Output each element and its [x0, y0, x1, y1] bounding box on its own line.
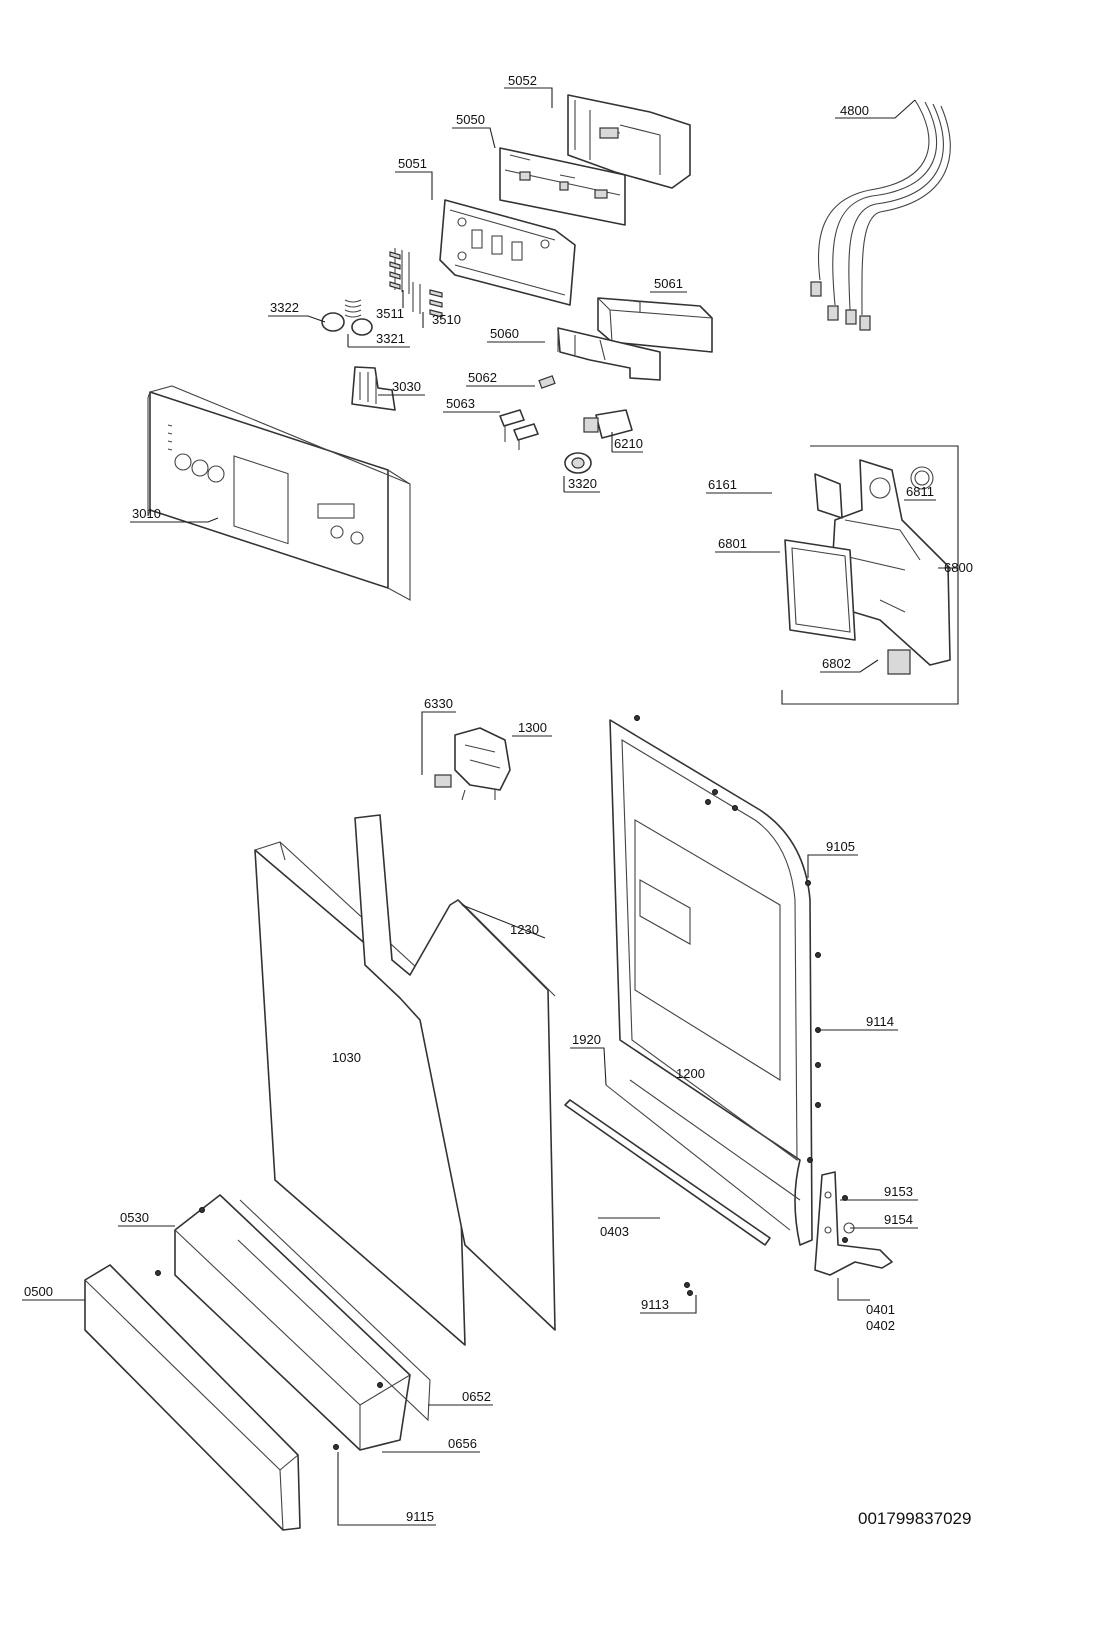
- part-5050-board: [499, 147, 626, 226]
- part-5051-carrier: [439, 199, 576, 306]
- label-3010: 3010: [132, 506, 161, 521]
- label-6800: 6800: [944, 560, 973, 575]
- part-5062-clip: [538, 375, 556, 389]
- label-9114: 9114: [866, 1014, 894, 1029]
- part-0403-strip: [564, 1099, 771, 1246]
- part-5060-housing: [557, 327, 661, 381]
- label-9105: 9105: [826, 839, 855, 854]
- label-4800: 4800: [840, 103, 869, 118]
- label-5062: 5062: [468, 370, 497, 385]
- label-5051: 5051: [398, 156, 427, 171]
- label-3320: 3320: [568, 476, 597, 491]
- screws: [155, 715, 848, 1450]
- part-3030-bracket: [351, 366, 396, 411]
- part-5061-box: [597, 297, 713, 353]
- label-0652: 0652: [462, 1389, 491, 1404]
- label-6802: 6802: [822, 656, 851, 671]
- label-6811: 6811: [906, 484, 934, 499]
- part-3322-knob: [321, 299, 362, 332]
- label-3321: 3321: [376, 331, 405, 346]
- part-0401-0402-hinge: [814, 1171, 893, 1276]
- label-6801: 6801: [718, 536, 747, 551]
- label-9153: 9153: [884, 1184, 913, 1199]
- label-9154: 9154: [884, 1212, 913, 1227]
- part-3321-knob: [351, 318, 373, 336]
- part-1200-inner-door: [609, 719, 813, 1246]
- part-labels: 4800 5052 5050 5051 3322 3511 3510 3321 …: [24, 73, 973, 1528]
- part-5052-housing: [567, 94, 691, 189]
- label-1030: 1030: [332, 1050, 361, 1065]
- label-3510: 3510: [432, 312, 461, 327]
- part-1300-6330-hinge: [434, 727, 511, 801]
- part-4800-cable: [810, 99, 951, 331]
- part-6800-dispenser: [781, 445, 959, 705]
- label-0402: 0402: [866, 1318, 895, 1333]
- part-0652-gasket: [237, 1199, 431, 1422]
- label-3511: 3511: [376, 306, 404, 321]
- label-6210: 6210: [614, 436, 643, 451]
- label-6161: 6161: [708, 477, 737, 492]
- part-1920-seal: [605, 1084, 791, 1231]
- label-0530: 0530: [120, 1210, 149, 1225]
- label-5061: 5061: [654, 276, 683, 291]
- label-0656: 0656: [448, 1436, 477, 1451]
- part-3010-control-panel: [147, 385, 411, 601]
- label-5052: 5052: [508, 73, 537, 88]
- label-5060: 5060: [490, 326, 519, 341]
- part-0500-kick-front: [84, 1264, 301, 1531]
- label-1300: 1300: [518, 720, 547, 735]
- label-1920: 1920: [572, 1032, 601, 1047]
- label-1200: 1200: [676, 1066, 705, 1081]
- part-0530-kick-inner: [174, 1194, 411, 1451]
- part-6210-switch: [583, 409, 633, 439]
- label-9113: 9113: [641, 1297, 669, 1312]
- label-5050: 5050: [456, 112, 485, 127]
- part-3511-3510-buttons: [389, 248, 443, 318]
- part-5063-connectors: [499, 409, 539, 450]
- label-1230: 1230: [510, 922, 539, 937]
- document-number: 001799837029: [858, 1509, 971, 1528]
- leader-lines: [22, 87, 958, 1526]
- label-0401: 0401: [866, 1302, 895, 1317]
- label-5063: 5063: [446, 396, 475, 411]
- label-3322: 3322: [270, 300, 299, 315]
- label-3030: 3030: [392, 379, 421, 394]
- label-9115: 9115: [406, 1509, 434, 1524]
- label-0403: 0403: [600, 1224, 629, 1239]
- part-3320-knob: [564, 452, 592, 474]
- label-0500: 0500: [24, 1284, 53, 1299]
- label-6330: 6330: [424, 696, 453, 711]
